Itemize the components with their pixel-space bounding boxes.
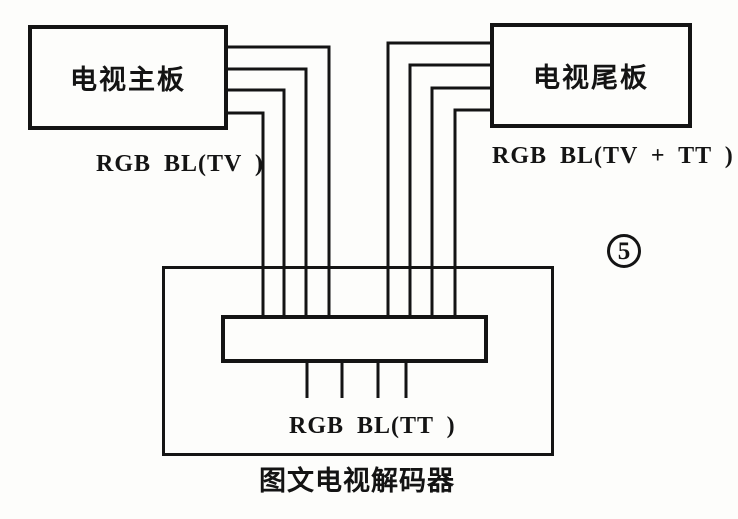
right-bus-wire (453, 108, 491, 316)
left-bus-wire-group (227, 45, 331, 316)
connector-box (221, 315, 488, 363)
tv-main-board-label: 电视主板 (70, 65, 186, 95)
figure-number: 5 (617, 237, 631, 265)
right-bus-wire (430, 86, 491, 316)
left-bus-wire (227, 111, 265, 316)
decoder-box (162, 266, 554, 456)
tv-tail-board-label: 电视尾板 (533, 63, 649, 93)
figure-number-badge: 5 (607, 234, 641, 268)
left-bus-label: RGB BL(TV ) (96, 151, 264, 177)
left-bus-wire (227, 45, 331, 316)
decoder-caption: 图文电视解码器 (259, 466, 455, 496)
left-bus-wire (227, 88, 286, 316)
right-bus-label: RGB BL(TV + TT ) (492, 143, 734, 169)
right-bus-wire (386, 41, 491, 316)
right-bus-wire (408, 63, 491, 316)
left-bus-wire (227, 67, 308, 316)
tv-tail-board-box: 电视尾板 (490, 23, 692, 128)
right-bus-wire-group (386, 41, 491, 316)
decoder-bus-label: RGB BL(TT ) (289, 413, 456, 439)
tv-main-board-box: 电视主板 (28, 25, 228, 130)
connector-pin-stub-group (305, 361, 408, 398)
